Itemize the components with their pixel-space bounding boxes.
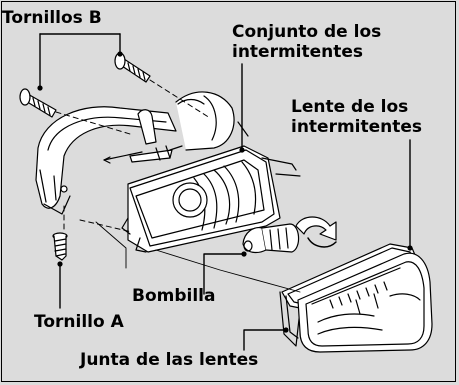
turn-signal-lens [297,252,433,353]
label-conjunto-line1: Conjunto de los [232,22,382,42]
label-tornillos-b: Tornillos B [2,8,102,28]
turn-signal-assembly [121,121,281,253]
screw-b-right [114,52,151,83]
alignment-lines [55,79,211,233]
label-junta: Junta de las lentes [80,350,259,370]
label-lente-line2: intermitentes [291,117,423,137]
screw-b-left [19,88,57,118]
label-conjunto-line2: intermitentes [232,42,364,62]
leader-lines [39,33,411,351]
bulb [242,223,300,254]
label-tornillo-a: Tornillo A [34,312,124,332]
rotate-arrow [295,216,337,248]
label-bombilla: Bombilla [132,286,216,306]
label-lente-line1: Lente de los [291,97,409,117]
mounting-bracket [35,91,235,215]
screw-a [52,232,68,261]
